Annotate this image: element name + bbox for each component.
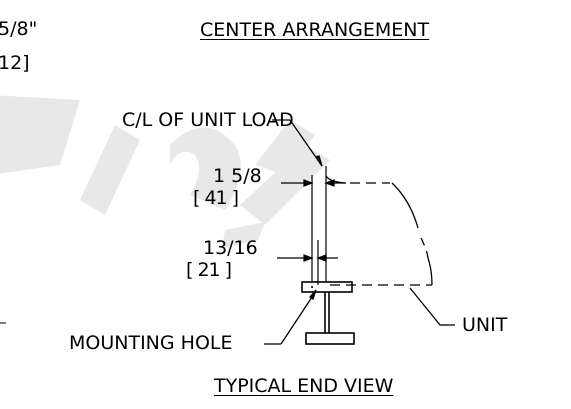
dimension-13-16 — [277, 254, 338, 262]
label-mounting-hole: MOUNTING HOLE — [69, 332, 233, 354]
label-unit: UNIT — [462, 314, 508, 336]
mounting-hole-leader — [264, 289, 317, 345]
partial-dim-top: 5/8" — [0, 18, 38, 40]
unit-load-profile — [325, 175, 433, 286]
partial-dim-bottom: 12] — [0, 52, 30, 74]
dim-1-5-8-imperial: 1 5/8 — [213, 165, 262, 187]
label-cl-unit-load: C/L OF UNIT LOAD — [122, 109, 294, 131]
i-beam-rail — [301, 281, 355, 345]
heading-center-arrangement: CENTER ARRANGEMENT — [200, 19, 430, 41]
dim-13-16-imperial: 13/16 — [203, 237, 258, 259]
centerline — [317, 166, 327, 285]
dim-1-5-8-metric: [ 41 ] — [193, 187, 239, 209]
cl-leader — [272, 119, 323, 167]
dim-13-16-metric: [ 21 ] — [186, 259, 232, 281]
unit-leader — [409, 287, 455, 326]
heading-typical-end-view: TYPICAL END VIEW — [214, 375, 394, 397]
